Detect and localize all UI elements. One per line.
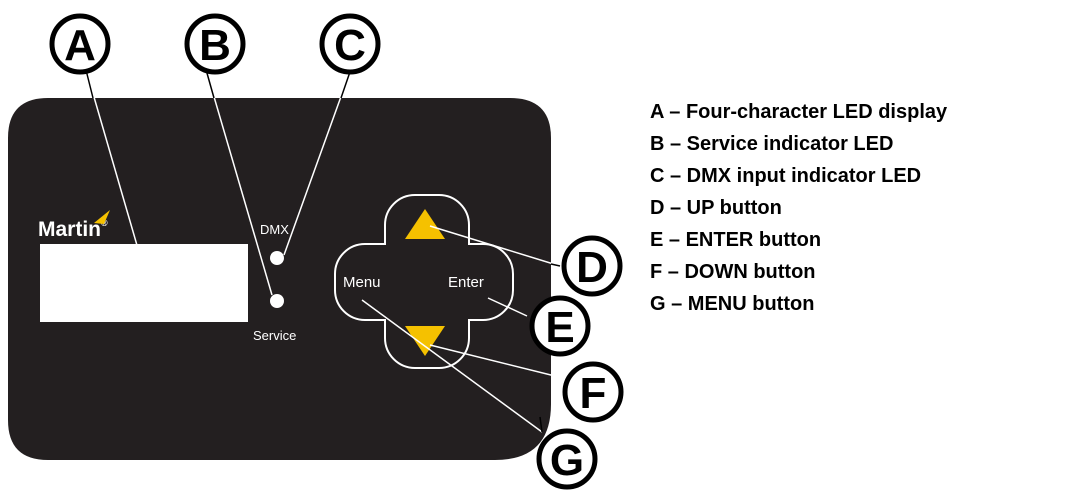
- legend-item-d: D – UP button: [650, 197, 782, 219]
- panel-body: [8, 98, 551, 460]
- leader-line-g: [361, 299, 543, 433]
- svg-text:F: F: [580, 369, 607, 418]
- svg-text:A: A: [64, 21, 96, 70]
- registered-mark: ®: [101, 218, 108, 228]
- callout-e: E: [529, 295, 591, 357]
- svg-text:D: D: [576, 243, 608, 292]
- legend-item-a: A – Four-character LED display: [650, 101, 948, 123]
- legend-item-f: F – DOWN button: [650, 261, 816, 283]
- logo-flag-icon: [94, 210, 110, 224]
- callout-f: F: [562, 361, 624, 423]
- menu-button[interactable]: Menu: [343, 274, 381, 291]
- svg-text:G: G: [550, 436, 584, 485]
- legend-item-e: E – ENTER button: [650, 229, 822, 251]
- callout-a: A: [49, 13, 111, 75]
- leader-line-d: [429, 225, 561, 267]
- down-button[interactable]: [405, 326, 445, 356]
- dmx-label: DMX: [260, 222, 289, 237]
- callout-b: B: [184, 13, 246, 75]
- leader-line-a: [84, 65, 144, 267]
- brand-logo: Martin®: [38, 218, 108, 241]
- legend-item-c: C – DMX input indicator LED: [650, 165, 922, 187]
- svg-text:E: E: [545, 303, 574, 352]
- svg-text:B: B: [199, 21, 231, 70]
- up-button[interactable]: [405, 209, 445, 239]
- callout-g: G: [536, 428, 598, 490]
- callout-d: D: [561, 235, 623, 297]
- leader-line-e: [487, 297, 528, 317]
- legend-item-g: G – MENU button: [650, 293, 815, 315]
- service-indicator-led: [270, 294, 284, 308]
- callout-c: C: [319, 13, 381, 75]
- enter-button[interactable]: Enter: [448, 274, 484, 291]
- leader-line-f: [429, 344, 564, 379]
- service-label: Service: [253, 328, 296, 343]
- leader-line-b: [204, 65, 273, 296]
- legend-item-b: B – Service indicator LED: [650, 133, 894, 155]
- dmx-indicator-led: [270, 251, 284, 265]
- led-display: [40, 244, 248, 322]
- legend-list: A – Four-character LED display B – Servi…: [650, 96, 947, 320]
- svg-text:C: C: [334, 21, 366, 70]
